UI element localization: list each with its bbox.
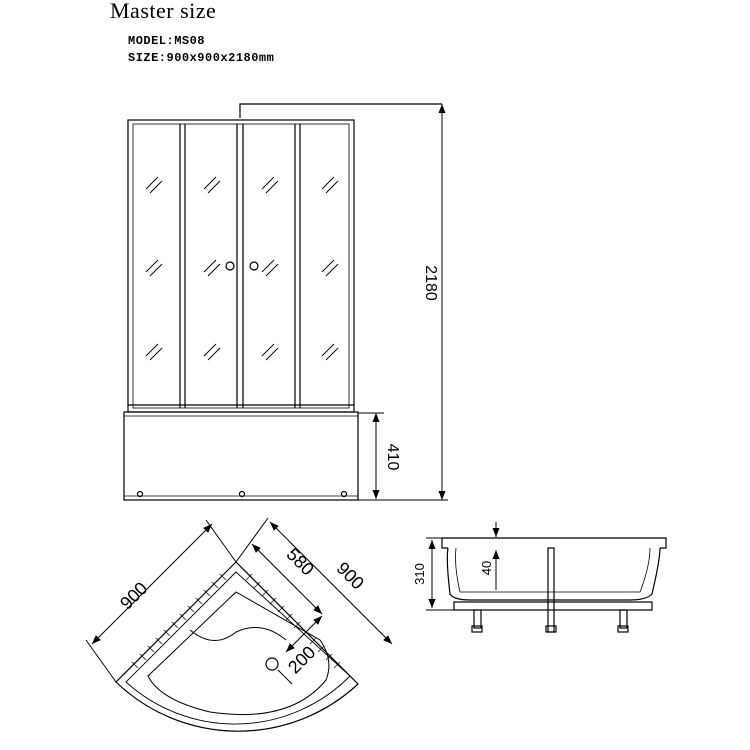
dimension-tray-total-height: [426, 537, 454, 611]
top-view-tray: [115, 561, 359, 732]
dimension-tray-height-label: 410: [384, 444, 401, 471]
dimension-drain-offset-label: 200: [284, 642, 319, 677]
dimension-inner-depth-label: 580: [283, 544, 318, 579]
drain-icon: [265, 657, 279, 671]
dimension-total-height-label: 2180: [422, 265, 439, 301]
dimension-inner-depth: [251, 543, 323, 615]
dimension-tray-rim-label: 40: [479, 561, 494, 575]
tray-apron: [123, 411, 359, 501]
tray-outline: [115, 561, 359, 732]
door-handle-left: [225, 261, 235, 271]
front-elevation-view: [123, 103, 442, 501]
dimension-tray-total-height-label: 310: [412, 563, 427, 585]
dimension-side-b-label: 900: [333, 558, 368, 593]
model-label: MODEL:MS08: [128, 34, 206, 48]
dimension-side-a: [85, 519, 237, 683]
drawing-title: Master size: [110, 0, 217, 23]
cabin-frame: [127, 119, 355, 413]
size-label: SIZE:900x900x2180mm: [128, 51, 275, 65]
dimension-side-a-label: 900: [116, 578, 151, 613]
dimension-tray-height: [358, 412, 384, 499]
dimension-drain-offset: [277, 615, 323, 685]
door-handle-right: [249, 261, 259, 271]
dimension-total-height: [358, 104, 448, 501]
top-rail: [239, 103, 442, 118]
glass-reflections: [145, 176, 339, 361]
tray-basin: [147, 591, 330, 715]
side-view-tray: [441, 537, 667, 633]
dimension-side-b: [235, 517, 393, 645]
